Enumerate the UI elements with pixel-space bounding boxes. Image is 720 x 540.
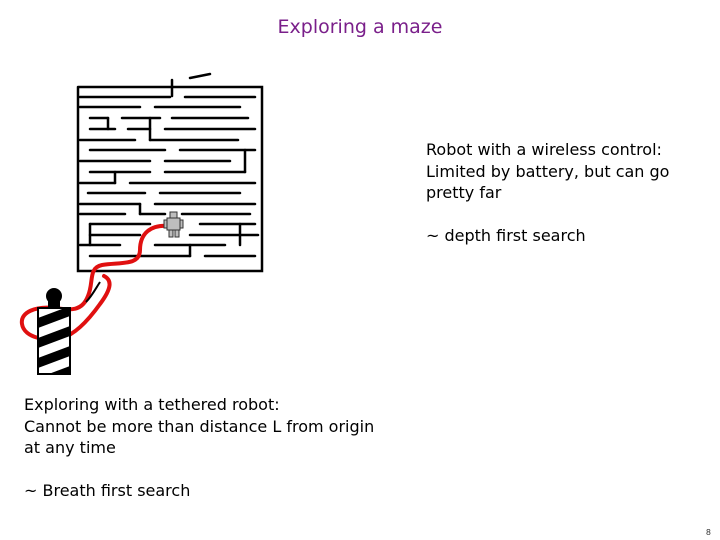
wireless-line-2: Limited by battery, but can go bbox=[426, 161, 670, 181]
tethered-search-note: ~ Breath first search bbox=[24, 480, 191, 500]
tethered-line-2: Cannot be more than distance L from orig… bbox=[24, 416, 375, 436]
tethered-robot-description: Exploring with a tethered robot: Cannot … bbox=[24, 394, 444, 501]
tethered-line-3: at any time bbox=[24, 438, 116, 457]
striped-barber-pole bbox=[37, 288, 71, 375]
wireless-line-3: pretty far bbox=[426, 183, 502, 202]
page-number: 8 bbox=[705, 528, 711, 537]
maze-walls bbox=[76, 72, 264, 273]
robot-figure bbox=[163, 211, 184, 238]
slide-title: Exploring a maze bbox=[277, 16, 443, 38]
wireless-line-1: Robot with a wireless control: bbox=[426, 140, 662, 159]
wireless-search-note: ~ depth first search bbox=[426, 225, 586, 245]
tethered-line-1: Exploring with a tethered robot: bbox=[24, 395, 280, 414]
wireless-robot-description: Robot with a wireless control: Limited b… bbox=[426, 139, 706, 246]
